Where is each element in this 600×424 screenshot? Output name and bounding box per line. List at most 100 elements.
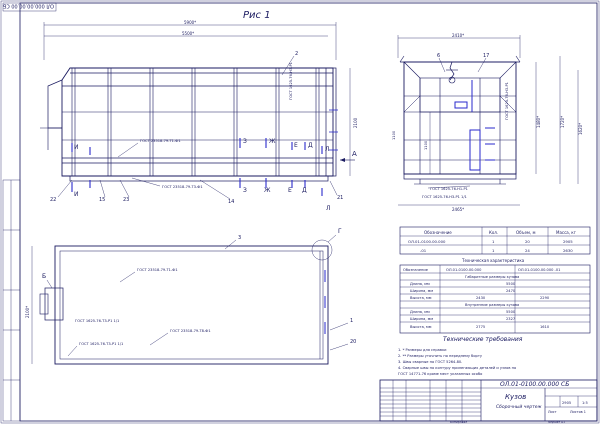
spec-r0-c3: 2905: [563, 239, 573, 244]
front-dim-total: 5900*: [184, 20, 196, 25]
section-l-bot: Л: [326, 205, 331, 212]
left-margin-strip: [2, 179, 21, 422]
side-dim-bottom: 2465*: [452, 207, 464, 212]
tech-g2-r1-c0: Ширина, мм: [410, 317, 433, 321]
side-dim-right2: 1720*: [560, 116, 565, 128]
spec-table: Обозначение Кол. Объем, м Масса, кг ОЛ.0…: [399, 226, 591, 255]
tech-h0: Обозначение: [403, 268, 429, 272]
tech-g1-r0-c1: 5500: [506, 282, 516, 286]
footer-copied: Копировал: [450, 420, 467, 424]
side-dim-left-h: 1100: [424, 140, 428, 150]
spec-r1-c2: 24: [525, 248, 530, 253]
footer-format: Формат A1: [548, 420, 565, 424]
spec-r0-c0: ОЛ.01-0100.00.000: [408, 239, 446, 244]
figure-title: Рис 1: [243, 10, 271, 21]
section-e-bot: Е: [288, 187, 292, 194]
tech-table: Техническая характеристика Обозначение О…: [399, 258, 591, 334]
tech-g1-r2-c2: 2290: [540, 296, 550, 300]
front-callout-23: 23: [123, 197, 129, 203]
spec-header-3: Масса, кг: [556, 230, 576, 235]
tech-g2-r2-c1: 2775: [476, 325, 485, 329]
front-standard-mid2: ГОСТ 23518-79-Т3-Ф1: [162, 185, 203, 189]
req-item-3: 4. Сварные швы по контуру прилегающих де…: [398, 366, 516, 370]
title-subname: Сборочный чертеж: [496, 404, 542, 410]
title-mass: 2905: [562, 401, 571, 405]
req-item-2: 3. Швы сварные по ГОСТ 5264-80.: [398, 360, 462, 364]
tech-g2-r2-c2: 1610: [540, 325, 550, 329]
front-callout-15: 15: [99, 197, 105, 203]
front-callout-22: 22: [50, 197, 56, 203]
side-dim-right3: 1620*: [578, 123, 583, 135]
tech-g1-r1-c0: Ширина, мм: [410, 289, 433, 293]
side-standard-right: ГОСТ 1625-76-Н3-Р1: [505, 82, 509, 120]
section-d-bot: Д: [302, 187, 307, 194]
spec-header-0: Обозначение: [424, 230, 452, 235]
side-standard-bottom2: ГОСТ 1625-76-Н3-Р1 1/1: [422, 195, 467, 199]
tech-g1-r1-c1: 2470: [506, 289, 516, 293]
section-zh-top: Ж: [269, 138, 276, 145]
front-dim-inner: 5500*: [182, 31, 194, 36]
tech-title: Техническая характеристика: [461, 258, 525, 263]
doc-code-text: ОЛ 000.00.00.00 СБ: [2, 3, 54, 9]
front-callout-i-top: И: [74, 144, 79, 151]
section-z-top: З: [243, 138, 247, 145]
section-d-top: Д: [308, 142, 313, 149]
title-scale: 1:5: [582, 401, 588, 405]
title-name: Кузов: [505, 393, 526, 401]
spec-header-2: Объем, м: [516, 230, 535, 235]
plan-dim-side: 2100*: [25, 306, 30, 318]
tech-requirements: Технические требования 1. * Размеры для …: [398, 336, 523, 376]
section-l-top: Л: [325, 146, 330, 153]
tech-group1: Габаритные размеры кузова: [465, 275, 519, 279]
plan-callout-20: 20: [350, 339, 356, 345]
view-a-label: А: [352, 150, 357, 158]
plan-standard-left2: ГОСТ 1625-76-Т3-Р1 1/1: [79, 342, 123, 346]
spec-r1-c1: 1: [492, 248, 495, 253]
plan-callout-b: Б: [42, 273, 46, 280]
tech-h1: ОЛ.01-0100.00.000: [446, 268, 482, 272]
side-view: 2410*: [392, 33, 583, 212]
plan-callout-1: 1: [350, 318, 353, 324]
side-dim-top: 2410*: [452, 33, 464, 38]
spec-r1-c3: 2630: [563, 248, 573, 253]
tech-g1-r2-c1: 2430: [476, 296, 486, 300]
front-standard-mid1: ГОСТ 23518-79-Т1-Ф1: [140, 139, 181, 143]
req-title: Технические требования: [443, 336, 523, 343]
doc-code-box: ОЛ 000.00.00.00 СБ: [2, 3, 57, 12]
req-item-4: ГОСТ 14771-76 кроме мест указанных особо: [398, 372, 482, 376]
spec-r0-c2: 20: [525, 239, 530, 244]
side-callout-6: 6: [437, 53, 440, 59]
plan-view: 3 Г Б 1 20 2100* ГОСТ 23518-79-Т1-Ф1 ГОС…: [25, 228, 356, 365]
plan-callout-g: Г: [338, 228, 342, 235]
title-sheets: Листов 1: [570, 410, 586, 414]
front-callout-14: 14: [228, 199, 234, 205]
front-view: 5900* 5500*: [40, 20, 358, 212]
section-z-bot: З: [243, 187, 247, 194]
front-dim-height: 2100: [353, 117, 358, 128]
req-item-1: 2. ** Размеры уточнить по переднему борт…: [398, 354, 483, 358]
front-callout-21: 21: [337, 195, 343, 201]
tech-h2: ОЛ.01-0100.00.000 -01: [518, 268, 560, 272]
front-standard-top: ГОСТ 1625-76-Н3-Р1: [289, 62, 293, 100]
side-dim-right1: 1480*: [536, 116, 541, 128]
spec-header-1: Кол.: [489, 230, 498, 235]
inner-frame: [19, 2, 598, 422]
plan-standard-left: ГОСТ 1625-76-Т3-Р1 1/1: [75, 319, 119, 323]
tech-group2: Внутренние размеры кузова: [465, 303, 519, 307]
section-e-top: Е: [294, 142, 298, 149]
side-standard-bottom1: ГОСТ 1625-76-Н1-Р1: [430, 187, 468, 191]
tech-g2-r2-c0: Высота, мм: [410, 325, 432, 329]
side-callout-17: 17: [483, 53, 489, 59]
title-designation: ОЛ.01-0100.00.000 СБ: [500, 381, 569, 388]
side-dim-inner: 1100: [392, 130, 396, 140]
title-block: ОЛ.01-0100.00.000 СБ Кузов Сборочный чер…: [379, 379, 598, 422]
front-callout-i-bot: И: [74, 191, 79, 198]
tech-g1-r2-c0: Высота, мм: [410, 296, 432, 300]
tech-g2-r0-c1: 5500: [506, 310, 516, 314]
spec-r0-c1: 1: [492, 239, 495, 244]
tech-g2-r0-c0: Длина, мм: [410, 310, 430, 314]
tech-g2-r1-c1: 2327: [506, 317, 515, 321]
plan-callout-3: 3: [238, 235, 241, 241]
